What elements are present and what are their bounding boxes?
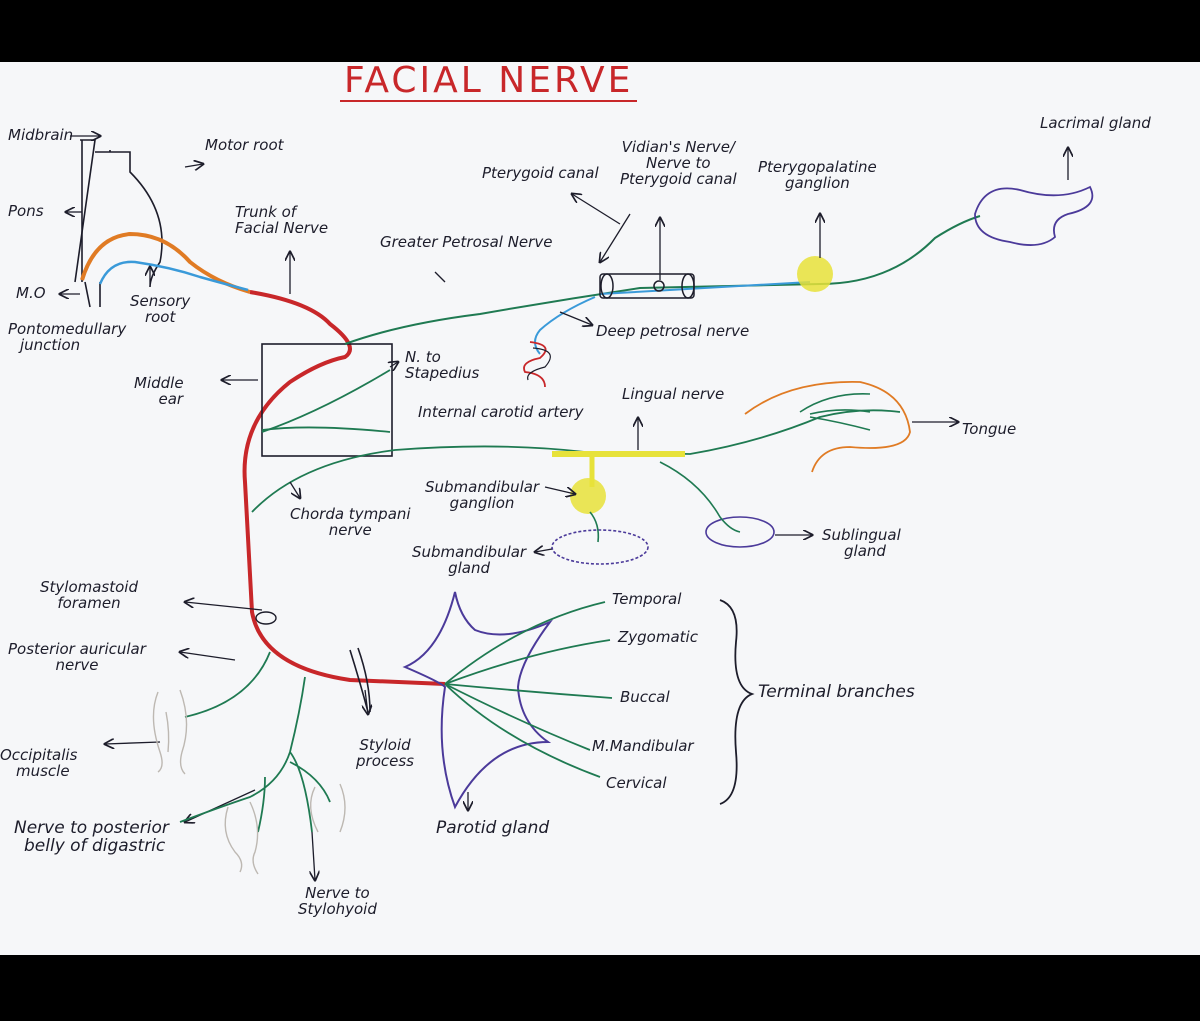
styloid-process — [349, 647, 371, 713]
posterior-auricular-nerve — [184, 651, 271, 718]
label-greater-petrosal: Greater Petrosal Nerve — [380, 233, 553, 251]
brainstem-outline — [74, 139, 163, 308]
facial-nerve-trunk — [242, 290, 446, 686]
lingual-nerve-bar — [552, 451, 685, 487]
label-lingual-nerve: Lingual nerve — [622, 385, 725, 403]
label-stylomastoid-foramen: Stylomastoid foramen — [40, 578, 138, 612]
label-mandibular: M.Mandibular — [592, 737, 694, 755]
label-middle-ear: Middle ear — [134, 374, 184, 408]
sensory-root — [98, 260, 249, 292]
parotid-gland — [402, 591, 554, 810]
digastric-stylohyoid-branches — [179, 676, 331, 833]
label-pons: Pons — [8, 202, 44, 220]
diagram-sheet: FACIAL NERVE Midbrain Pons M.O Pontomedu… — [0, 62, 1200, 955]
label-n-stapedius: N. to Stapedius — [405, 348, 480, 382]
label-parotid-gland: Parotid gland — [436, 818, 550, 838]
submandibular-gland — [551, 529, 649, 565]
tongue-outline — [744, 381, 911, 473]
deep-petrosal-and-carotid — [523, 296, 596, 388]
label-tongue: Tongue — [962, 420, 1017, 438]
label-terminal-branches: Terminal branches — [758, 682, 915, 702]
label-deep-petrosal: Deep petrosal nerve — [596, 322, 750, 340]
pterygoid-canal — [599, 273, 695, 299]
submandibular-ganglion — [570, 478, 606, 514]
label-occipitalis: Occipitalis muscle — [0, 746, 78, 780]
label-lacrimal-gland: Lacrimal gland — [1040, 114, 1151, 132]
label-stylohyoid: Nerve to Stylohyoid — [298, 884, 377, 918]
terminal-branches-brace — [719, 599, 755, 805]
middle-ear-branches — [261, 369, 391, 433]
brainstem-arrows — [60, 136, 290, 380]
digastric-muscle — [224, 783, 346, 875]
label-chorda-tympani: Chorda tympani nerve — [290, 505, 411, 539]
pterygopalatine-ganglion — [797, 256, 833, 292]
motor-root — [80, 231, 251, 294]
label-vidian-nerve: Vidian's Nerve/ Nerve to Pterygoid canal — [620, 138, 737, 188]
chorda-tympani — [251, 409, 901, 513]
label-internal-carotid: Internal carotid artery — [418, 403, 584, 421]
label-sublingual-gland: Sublingual gland — [822, 526, 901, 560]
greater-petrosal-nerve — [344, 215, 981, 345]
label-mo: M.O — [16, 284, 46, 302]
label-cervical: Cervical — [606, 774, 667, 792]
label-pontomedullary: Pontomedullary junction — [8, 320, 127, 354]
label-motor-root: Motor root — [205, 136, 284, 154]
label-temporal: Temporal — [612, 590, 682, 608]
label-styloid-process: Styloid process — [356, 736, 414, 770]
label-submandibular-gland: Submandibular gland — [412, 543, 527, 577]
label-buccal: Buccal — [620, 688, 670, 706]
page-title: FACIAL NERVE — [340, 62, 638, 102]
label-arrows — [105, 148, 1068, 880]
label-digastric: Nerve to posterior belly of digastric — [14, 818, 169, 856]
label-trunk: Trunk of Facial Nerve — [235, 203, 329, 237]
label-posterior-auricular: Posterior auricular nerve — [8, 640, 146, 674]
terminal-branches — [444, 601, 613, 778]
middle-ear-box — [261, 343, 393, 457]
label-sensory-root: Sensory root — [130, 292, 191, 326]
tongue-branches — [799, 393, 871, 431]
lacrimal-gland — [974, 185, 1094, 246]
label-pterygopalatine: Pterygopalatine ganglion — [758, 158, 877, 192]
label-pterygoid-canal: Pterygoid canal — [482, 164, 599, 182]
facial-nerve-diagram — [0, 62, 1094, 955]
stylomastoid-foramen-ring — [255, 611, 277, 625]
occipitalis-muscle — [152, 689, 188, 775]
sublingual-gland — [705, 516, 775, 548]
label-midbrain: Midbrain — [8, 126, 74, 144]
label-submandibular-ganglion: Submandibular ganglion — [425, 478, 540, 512]
label-zygomatic: Zygomatic — [618, 628, 698, 646]
